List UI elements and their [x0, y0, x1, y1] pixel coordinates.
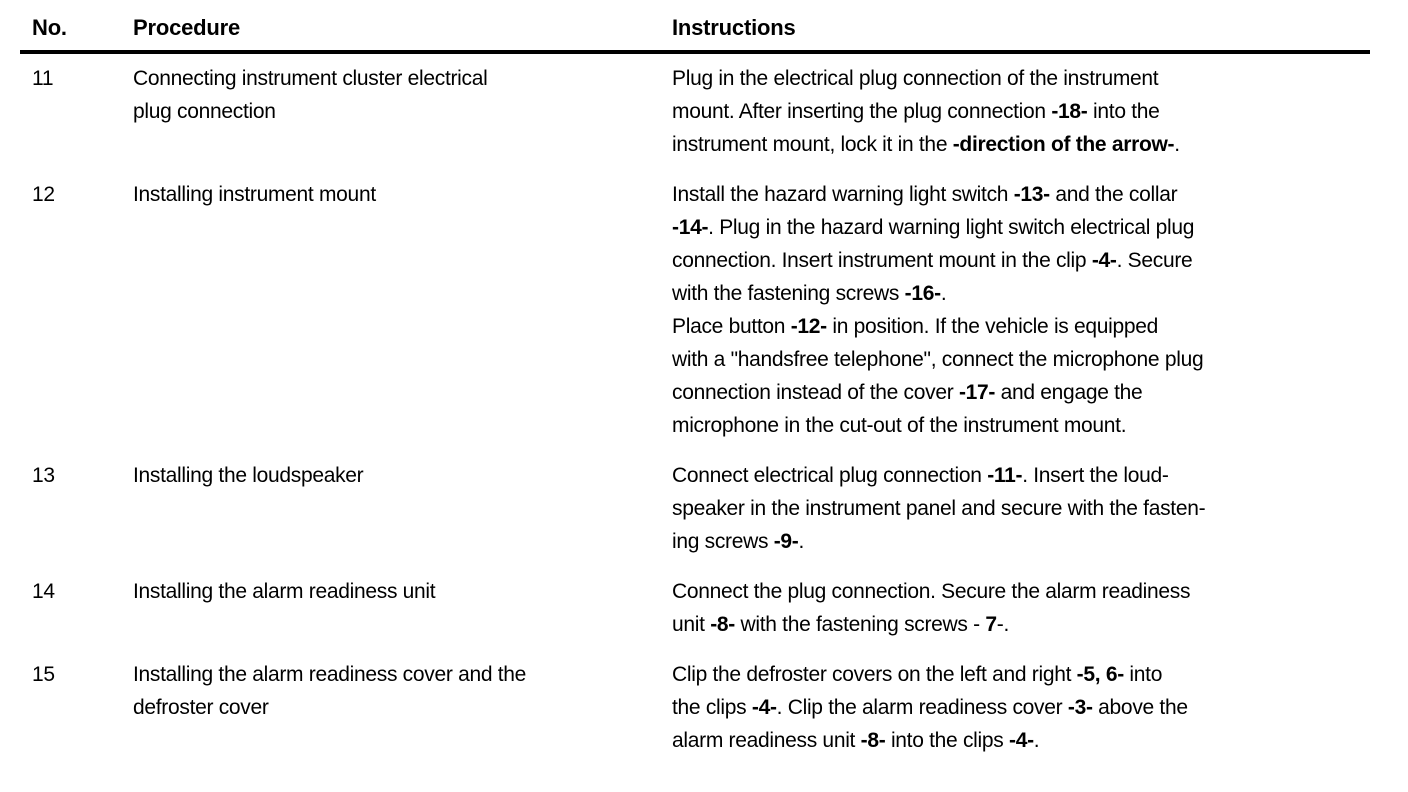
instruction-text: Plug in the electrical plug connection o… [672, 67, 1159, 123]
part-reference: -3- [1067, 696, 1093, 719]
instruction-text: and engage the microphone in the cut-out… [672, 381, 1143, 437]
table-header-row: No. Procedure Instructions [20, 0, 1370, 54]
part-reference: -8- [860, 729, 886, 752]
table-row: 11 Connecting instrument cluster electric… [20, 62, 1370, 161]
instruction-text: . Place button [672, 282, 947, 338]
table-row: 15 Installing the alarm readiness cover a… [20, 658, 1370, 757]
row-number-cell: 11 [32, 67, 54, 90]
instruction-text: . Secure with the fastening screws [672, 249, 1193, 305]
instruction-text: above the alarm readiness unit [672, 696, 1188, 752]
procedure-cell: Connecting instrument cluster electrical… [133, 67, 488, 123]
instruction-text: and the collar [1055, 183, 1178, 206]
instruction-text: Connect the plug connection. Secure the … [672, 580, 1191, 636]
instruction-text: into the clips [672, 663, 1163, 719]
instructions-cell: Plug in the electrical plug connection o… [672, 62, 1370, 161]
table-row: 12 Installing instrument mount Install the… [20, 178, 1370, 442]
instruction-text: Connect electrical plug connection [672, 464, 988, 487]
instruction-text: -. [996, 613, 1010, 636]
procedure-table: No. Procedure Instructions 11 Connecting … [20, 0, 1370, 757]
part-reference: -17- [958, 381, 996, 404]
column-header-procedure: Procedure [133, 15, 241, 40]
row-number-cell: 14 [32, 580, 55, 603]
instruction-text: Clip the defroster covers on the left an… [672, 663, 1077, 686]
instructions-cell: Clip the defroster covers on the left an… [672, 658, 1370, 757]
instruction-text: . Plug in the hazard warning light switc… [672, 216, 1195, 272]
instruction-text: in position. If the vehicle is equipped … [672, 315, 1204, 404]
part-reference: -4- [1009, 729, 1034, 752]
row-number-cell: 12 [32, 183, 55, 206]
part-reference: -14- [672, 216, 709, 239]
instruction-text: . [798, 530, 805, 553]
instruction-paragraph: Connect the plug connection. Secure the … [672, 575, 1370, 641]
part-reference: -4- [751, 696, 777, 719]
part-reference: -13- [1013, 183, 1050, 206]
row-number-cell: 13 [32, 464, 55, 487]
column-header-instructions: Instructions [672, 15, 796, 40]
instruction-paragraph: Connect electrical plug connection -11-.… [672, 459, 1370, 558]
part-reference: -16- [904, 282, 941, 305]
instruction-paragraph: Plug in the electrical plug connection o… [672, 62, 1370, 161]
instruction-text: . Insert the loud- speaker in the instru… [672, 464, 1206, 553]
part-reference: -8- [710, 613, 735, 636]
instruction-text: into the instrument mount, lock it in th… [672, 100, 1160, 156]
procedure-cell: Installing the alarm readiness cover and… [133, 663, 527, 719]
table-row: 14 Installing the alarm readiness unit Con… [20, 575, 1370, 641]
instruction-text: with the fastening screws - [734, 613, 986, 636]
instruction-text: . [1033, 729, 1040, 752]
instruction-text: into the clips [885, 729, 1010, 752]
part-reference: -5, 6- [1076, 663, 1125, 686]
part-reference: -9- [773, 530, 799, 553]
instructions-cell: Connect the plug connection. Secure the … [672, 575, 1370, 641]
part-reference: -12- [790, 315, 827, 338]
column-header-no: No. [32, 15, 67, 40]
table-body: 11 Connecting instrument cluster electric… [20, 62, 1370, 757]
instructions-cell: Connect electrical plug connection -11-.… [672, 459, 1370, 558]
procedure-cell: Installing the alarm readiness unit [133, 580, 436, 603]
part-reference: 7 [985, 613, 997, 636]
instruction-text: . [1174, 133, 1180, 156]
part-reference: -11- [987, 464, 1023, 487]
instructions-cell: Install the hazard warning light switch … [672, 178, 1370, 442]
table-row: 13 Installing the loudspeaker Connect elec… [20, 459, 1370, 558]
procedure-cell: Installing the loudspeaker [133, 464, 364, 487]
part-reference: -18- [1051, 100, 1088, 123]
part-reference: -direction of the arrow- [952, 133, 1175, 156]
instruction-paragraph: Install the hazard warning light switch … [672, 178, 1370, 442]
instruction-text: Install the hazard warning light switch [672, 183, 1014, 206]
row-number-cell: 15 [32, 663, 55, 686]
part-reference: -4- [1091, 249, 1117, 272]
instruction-text: . Clip the alarm readiness cover [776, 696, 1068, 719]
procedure-cell: Installing instrument mount [133, 183, 376, 206]
instruction-paragraph: Clip the defroster covers on the left an… [672, 658, 1370, 757]
